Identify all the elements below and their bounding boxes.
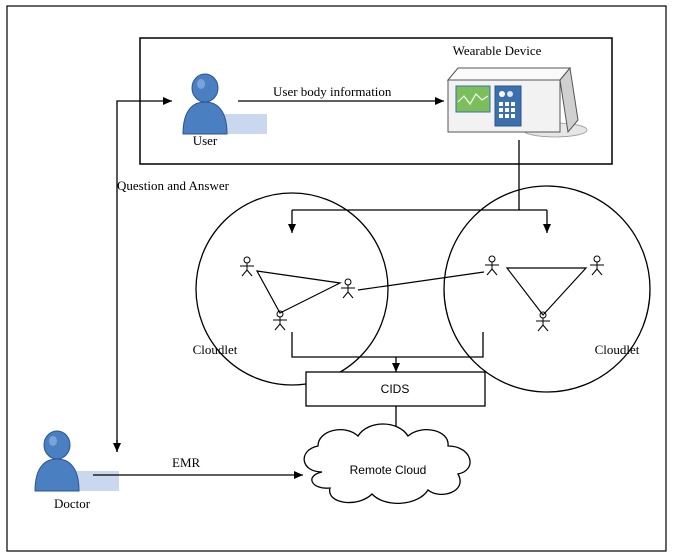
doctor-label: Doctor xyxy=(54,496,91,511)
stick-figure-icon xyxy=(590,255,604,276)
emr-label: EMR xyxy=(172,455,201,470)
cloudlet-left-label: Cloudlet xyxy=(193,342,238,357)
user-body-info-label: User body information xyxy=(273,84,392,99)
wearable-device-icon xyxy=(446,66,588,138)
doctor-person-icon xyxy=(34,430,119,492)
cids-box xyxy=(305,371,486,407)
outer-frame xyxy=(6,5,667,552)
inter-cloudlet-link xyxy=(357,271,485,291)
stick-figure-icon xyxy=(341,278,355,299)
cids-label: CIDS xyxy=(381,382,410,396)
cloudlet-right-circle xyxy=(443,185,651,393)
remote-cloud-label: Remote Cloud xyxy=(350,463,427,477)
wearable-device-label: Wearable Device xyxy=(453,43,542,58)
stick-figure-icon xyxy=(273,310,287,331)
cloudlet-right-triangle xyxy=(505,267,588,316)
cloudlets-to-cids-line xyxy=(291,332,484,358)
cloudlet-right-label: Cloudlet xyxy=(595,342,640,357)
cloudlet-left-triangle xyxy=(255,270,342,314)
user-label: User xyxy=(193,133,218,148)
user-person-icon xyxy=(182,73,267,135)
stick-figure-icon xyxy=(240,256,254,277)
cloudlet-left-circle xyxy=(195,192,389,386)
stick-figure-icon xyxy=(485,255,499,276)
question-answer-label: Question and Answer xyxy=(117,178,230,193)
stick-figure-icon xyxy=(536,311,550,332)
question-answer-line xyxy=(116,97,172,452)
remote-cloud-icon xyxy=(303,423,471,505)
